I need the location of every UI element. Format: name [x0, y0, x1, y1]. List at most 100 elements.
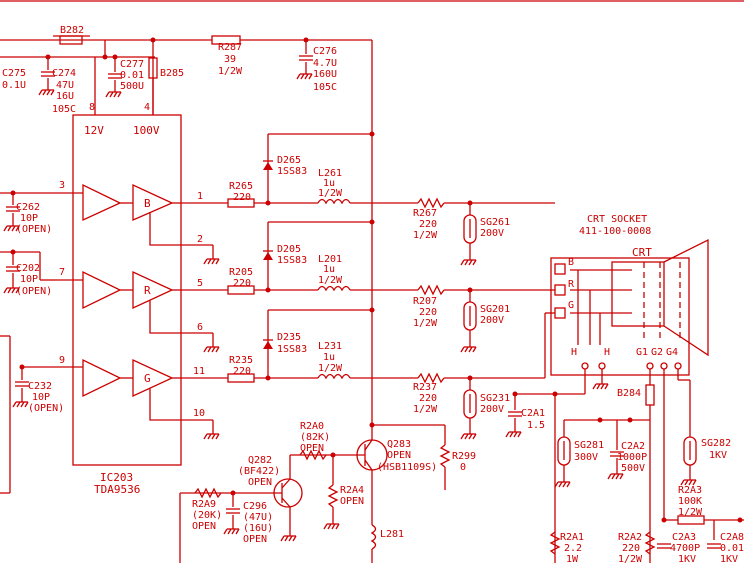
r2a9-value: (20K) [192, 510, 222, 521]
c262-open: (OPEN) [16, 224, 52, 235]
l261-value: 1u [323, 178, 335, 189]
d265-part: 1SS83 [277, 166, 307, 177]
r207-value: 220 [419, 307, 437, 318]
c276-ref: C276 [313, 46, 337, 57]
b282-label: B282 [60, 25, 84, 36]
r2a2-value: 220 [622, 543, 640, 554]
r2a1-power: 1W [566, 554, 579, 563]
c2a3-voltage: 1KV [678, 554, 696, 563]
r2a3-power: 1/2W [678, 507, 703, 518]
c262-ref: C262 [16, 202, 40, 213]
c232-open: (OPEN) [28, 403, 64, 414]
sg201-ref: SG201 [480, 304, 510, 315]
c2a8-ref: C2A8 [720, 532, 744, 543]
ground-symbol [296, 69, 313, 80]
sg281-voltage: 300V [574, 452, 598, 463]
ground-symbol [460, 342, 477, 353]
crt-socket-label: CRT SOCKET [587, 214, 647, 225]
amp-g-label: G [144, 372, 151, 385]
r2a9-status: OPEN [192, 521, 216, 532]
c2a1-value: 1.5 [527, 420, 545, 431]
c2a2-ref: C2A2 [621, 441, 645, 452]
c277-voltage: 500U [120, 81, 144, 92]
amp-b-label: B [144, 197, 151, 210]
socket-pin-r: R [568, 279, 575, 290]
c274-temp: 105C [52, 104, 76, 115]
ground-symbol [505, 427, 522, 438]
b284-label: B284 [617, 388, 641, 399]
sg231-voltage: 200V [480, 404, 504, 415]
socket-pin-g4: G4 [666, 347, 678, 358]
q282-ref: Q282 [248, 455, 272, 466]
r235-value: 220 [233, 366, 251, 377]
l231-value: 1u [323, 352, 335, 363]
c274-ref: C274 [52, 68, 76, 79]
l201-value: 1u [323, 264, 335, 275]
ground-symbol [280, 531, 297, 542]
c2a8-voltage: 1KV [720, 554, 738, 563]
c277-ref: C277 [120, 59, 144, 70]
b285-label: B285 [160, 68, 184, 79]
q283-ref: Q283 [387, 439, 411, 450]
ground-symbol [203, 342, 220, 353]
ic-100v-label: 100V [133, 124, 160, 137]
pin-4: 4 [144, 102, 150, 113]
ic203 [55, 57, 182, 466]
ground-symbol [460, 255, 477, 266]
c2a8-value: 0.01 [720, 543, 744, 554]
r2a0-value: (82K) [300, 432, 330, 443]
socket-pin-g2: G2 [651, 347, 663, 358]
ground-symbol [203, 254, 220, 265]
ground-symbol [592, 379, 609, 390]
pin-8: 8 [89, 102, 95, 113]
pin-3: 3 [59, 180, 65, 191]
c296-status: OPEN [243, 534, 267, 545]
r237-ref: R237 [413, 382, 437, 393]
c202-open: (OPEN) [16, 286, 52, 297]
socket-pin-g: G [568, 300, 574, 311]
crt-socket [550, 257, 690, 376]
q283-part: (HSB1109S) [377, 462, 437, 473]
r287-value: 39 [224, 54, 236, 65]
c274-voltage: 16U [56, 91, 74, 102]
ground-symbol [203, 429, 220, 440]
ground-symbol [223, 524, 240, 535]
r267-power: 1/2W [413, 230, 438, 241]
r287-ref: R287 [218, 42, 242, 53]
r299-value: 0 [460, 462, 466, 473]
r2a3-value: 100K [678, 496, 702, 507]
pin-5: 5 [197, 278, 203, 289]
c2a2-voltage: 500V [621, 463, 645, 474]
r2a0-status: OPEN [300, 443, 324, 454]
c202-value: 10P [20, 274, 38, 285]
d235-ref: D235 [277, 332, 301, 343]
c2a2-value: 1000P [617, 452, 647, 463]
c232-ref: C232 [28, 381, 52, 392]
r205-value: 220 [233, 278, 251, 289]
c275-ref: C275 [2, 68, 26, 79]
sg231-ref: SG231 [480, 393, 510, 404]
ic-reference: IC203 [100, 471, 133, 484]
r2a3-ref: R2A3 [678, 485, 702, 496]
l261-ref: L261 [318, 168, 342, 179]
sg261-ref: SG261 [480, 217, 510, 228]
ground-symbol [105, 87, 122, 98]
sg282-ref: SG282 [701, 438, 731, 449]
l281-label: L281 [380, 529, 404, 540]
ground-symbol [554, 477, 571, 488]
r207-power: 1/2W [413, 318, 438, 329]
socket-pin-g1: G1 [636, 347, 648, 358]
sg282-voltage: 1KV [709, 450, 727, 461]
pin-1: 1 [197, 191, 203, 202]
ic-12v-label: 12V [84, 124, 104, 137]
c277-value: 0.01 [120, 70, 144, 81]
crt-tube [570, 238, 709, 357]
socket-pin-b: B [568, 257, 574, 268]
pin-2: 2 [197, 234, 203, 245]
c232-value: 10P [32, 392, 50, 403]
c276-voltage: 160U [313, 69, 337, 80]
r287-power: 1/2W [218, 66, 243, 77]
r267-ref: R267 [413, 208, 437, 219]
c2a3-ref: C2A3 [672, 532, 696, 543]
ground-symbol [12, 397, 29, 408]
